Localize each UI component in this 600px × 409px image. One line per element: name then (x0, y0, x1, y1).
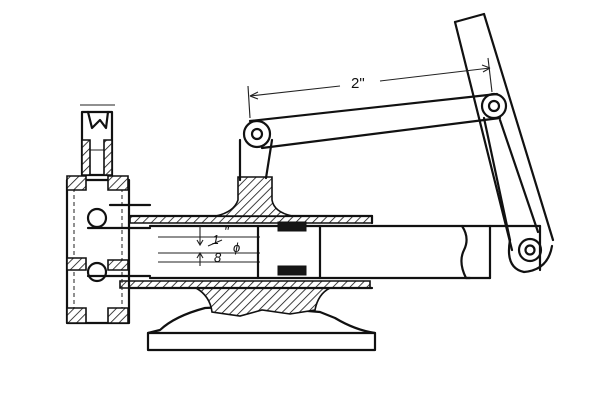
bore-fraction-denominator: 8 (214, 250, 222, 265)
bore-inch-mark: " (224, 224, 230, 239)
connecting-rod (482, 116, 554, 274)
fulcrum-pivot (242, 119, 272, 149)
check-ball-upper (86, 207, 108, 229)
bore-dimension (196, 226, 223, 266)
piston-seal-top (277, 221, 307, 232)
cylinder-bore (148, 224, 542, 280)
lever-arm (248, 92, 502, 150)
base-casting-hatch (119, 280, 371, 317)
rod-end-pin (524, 244, 536, 256)
lever-dimension-label: 2" (351, 75, 365, 92)
rod-end-pivot (517, 237, 543, 263)
valve-stem (80, 104, 115, 177)
piston-seal-bottom (277, 265, 307, 276)
check-ball-lower (86, 261, 108, 283)
fulcrum-post (215, 176, 293, 217)
fulcrum-pin (250, 127, 264, 141)
handle (453, 12, 555, 252)
bore-fraction-numerator: 1 (212, 232, 219, 247)
piston-rod-end (460, 224, 542, 280)
base-plate (146, 304, 377, 352)
valve-body (65, 175, 152, 325)
lever-pin (487, 99, 501, 113)
lever-pivot (480, 92, 508, 120)
bore-diameter-symbol: ϕ (233, 240, 240, 255)
lever-dimension (247, 57, 493, 119)
